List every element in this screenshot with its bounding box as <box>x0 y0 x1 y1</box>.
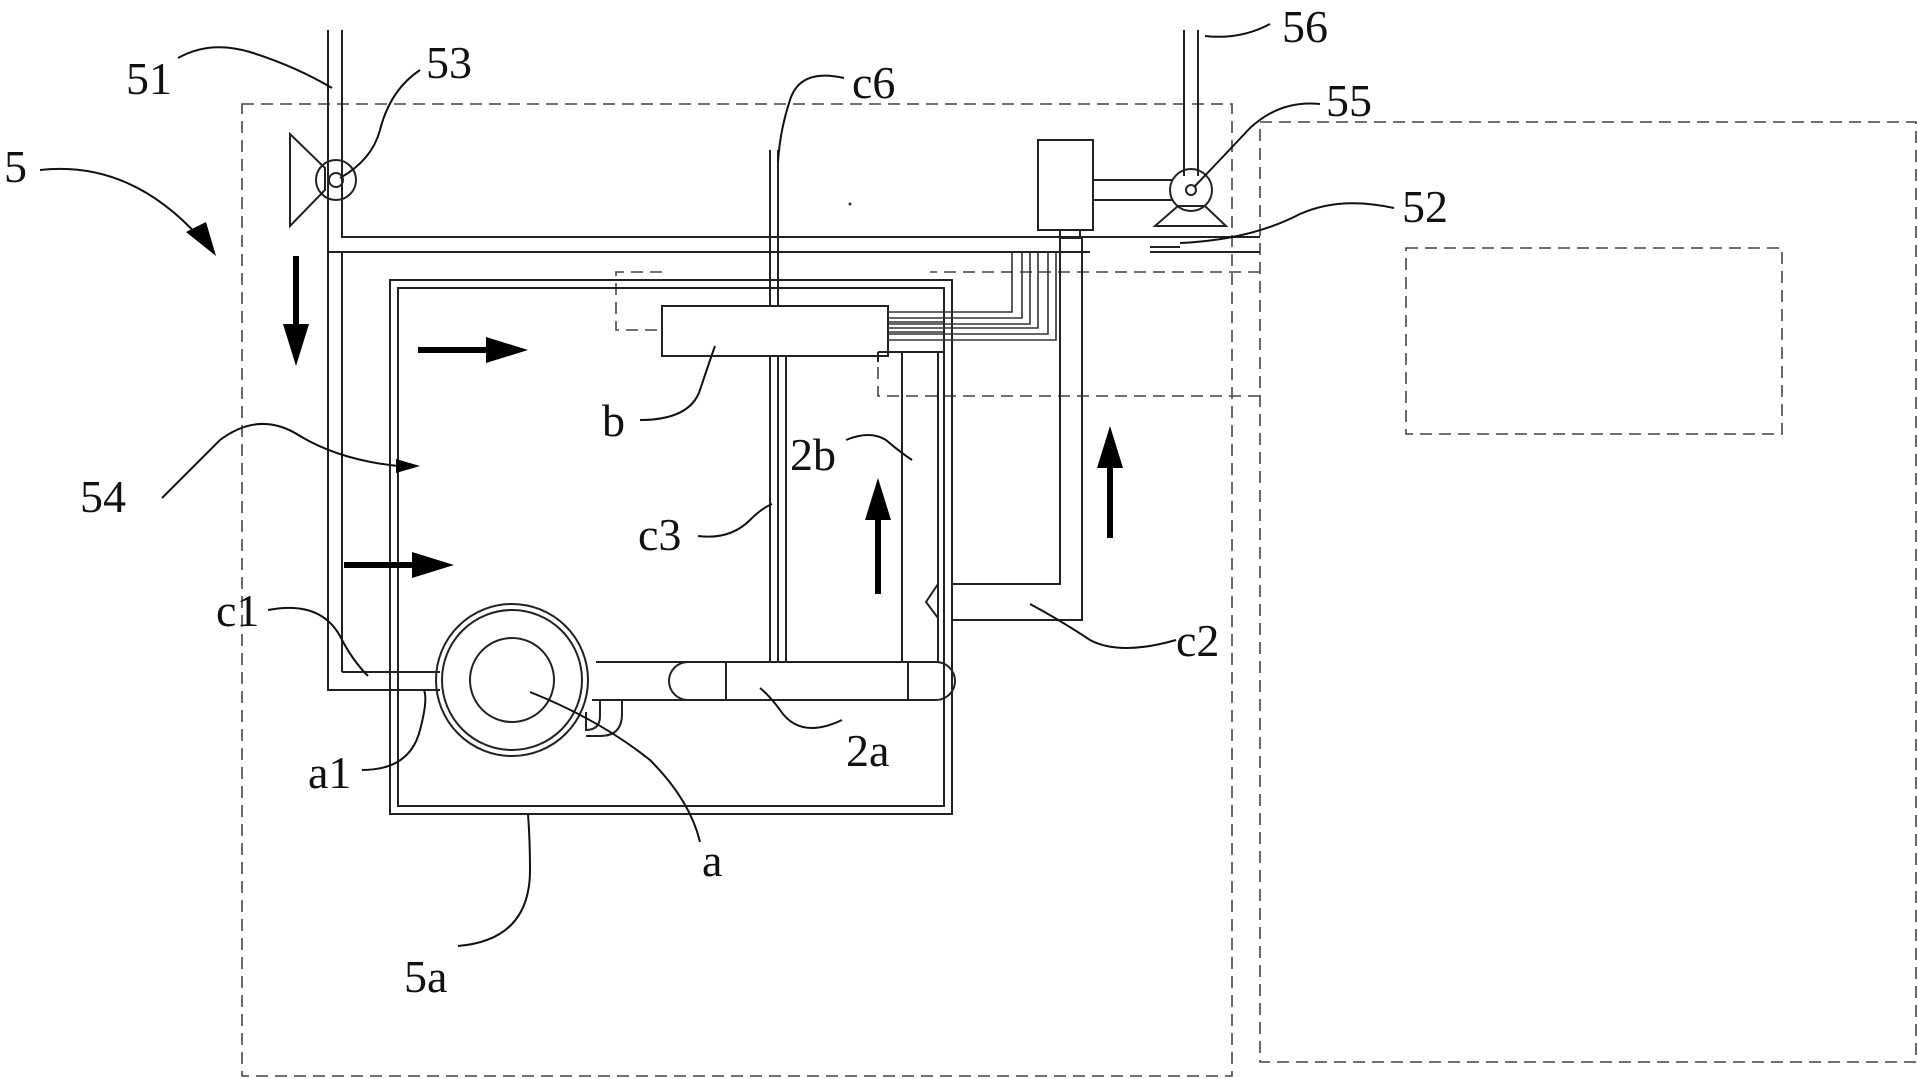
duct-2a <box>596 661 956 701</box>
leader-51 <box>177 46 333 89</box>
label-55: 55 <box>1326 75 1372 126</box>
leader-c3 <box>697 503 773 538</box>
inner-box-5a <box>389 279 953 815</box>
leader-54 <box>161 423 399 499</box>
label-52: 52 <box>1402 181 1448 232</box>
pipe-c3 <box>769 356 787 662</box>
label-c1: c1 <box>216 585 259 636</box>
inlet-a1 <box>394 671 440 691</box>
duct-52 <box>327 232 1260 253</box>
arrow-right-lower <box>344 552 454 578</box>
arrow-up-inner <box>865 478 891 594</box>
label-2b: 2b <box>790 429 836 480</box>
leader-c6 <box>777 74 845 163</box>
leader-53 <box>339 69 421 179</box>
label-2a: 2a <box>846 725 889 776</box>
main-dashed-housing <box>241 103 1233 1077</box>
fan-53 <box>289 131 357 229</box>
arrow-right-upper <box>418 337 528 363</box>
pipe-c2 <box>952 237 1083 621</box>
label-54: 54 <box>80 471 126 522</box>
leader-a1 <box>361 689 427 771</box>
label-a1: a1 <box>308 747 351 798</box>
leader-5-head <box>186 222 216 256</box>
label-c6: c6 <box>852 57 895 108</box>
leader-c1 <box>267 606 369 677</box>
inner-dashed-panel <box>1405 247 1783 435</box>
label-b: b <box>602 395 625 446</box>
pipe-c1 <box>327 252 394 691</box>
component-b <box>661 305 944 357</box>
leader-52 <box>1179 202 1395 244</box>
label-56: 56 <box>1282 1 1328 52</box>
blower-a <box>435 603 623 757</box>
dashed-bracket-b <box>615 271 662 331</box>
label-a: a <box>702 835 722 886</box>
leader-56 <box>1204 23 1271 38</box>
leader-2b <box>845 434 913 461</box>
dashed-connector-lower <box>877 355 1260 397</box>
label-5: 5 <box>4 141 27 192</box>
outlet-pipe-56 <box>1183 30 1199 176</box>
housing-boundaries <box>241 103 1917 1077</box>
marker-dot <box>848 202 852 206</box>
arrow-up-outer <box>1097 426 1123 538</box>
leader-lines <box>39 23 1395 947</box>
leader-2a <box>759 687 843 729</box>
fan-55 <box>1037 139 1229 239</box>
label-51: 51 <box>126 53 172 104</box>
leader-b <box>639 345 716 421</box>
duct-2b <box>877 351 944 662</box>
label-c3: c3 <box>638 509 681 560</box>
label-53: 53 <box>426 37 472 88</box>
arrow-down <box>283 256 309 366</box>
leader-5a <box>457 813 532 947</box>
inlet-pipe-51 <box>327 30 343 232</box>
leader-54-head <box>396 459 420 473</box>
leader-55 <box>1194 102 1321 187</box>
leader-c2 <box>1029 603 1177 649</box>
wire-bundle <box>888 252 1057 341</box>
right-dashed-housing <box>1259 121 1917 1063</box>
reference-labels: 5 51 53 56 c6 55 52 b 2b 54 c3 c1 c2 a1 … <box>4 1 1448 1002</box>
label-c2: c2 <box>1176 615 1219 666</box>
leader-5 <box>39 167 201 239</box>
label-5a: 5a <box>404 951 447 1002</box>
pipe-c6 <box>769 150 779 306</box>
leader-a <box>529 691 701 843</box>
